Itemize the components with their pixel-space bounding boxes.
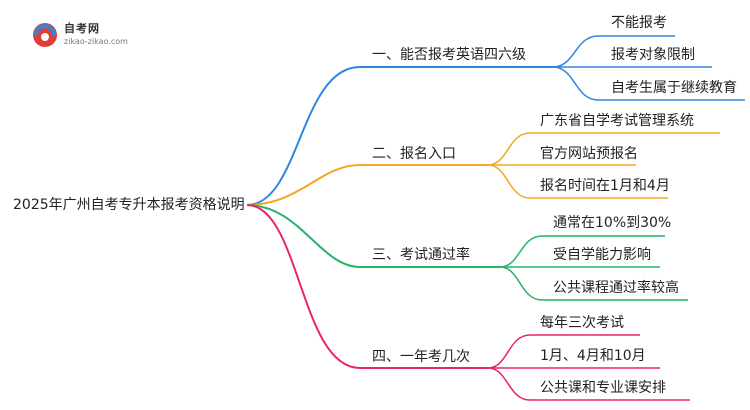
logo-name: 自考网 bbox=[64, 22, 100, 35]
connector-root-branch-3 bbox=[246, 204, 500, 268]
connector-b3-c1 bbox=[499, 235, 665, 268]
logo-icon bbox=[33, 23, 57, 47]
connector-b2-c1 bbox=[487, 132, 720, 166]
connector-b2-c3 bbox=[487, 164, 668, 199]
branch-2-child-2[interactable]: 官方网站预报名 bbox=[540, 146, 638, 162]
branch-2-child-3[interactable]: 报名时间在1月和4月 bbox=[540, 178, 670, 194]
branch-2-child-1[interactable]: 广东省自学考试管理系统 bbox=[540, 113, 694, 129]
branch-3-topic[interactable]: 三、考试通过率 bbox=[372, 247, 470, 263]
branch-4-child-3[interactable]: 公共课和专业课安排 bbox=[540, 380, 666, 396]
branch-1-child-2[interactable]: 报考对象限制 bbox=[611, 47, 695, 63]
connector-b4-c1 bbox=[487, 334, 640, 369]
branch-3-child-3[interactable]: 公共课程通过率较高 bbox=[553, 280, 679, 296]
connector-root-branch-2 bbox=[246, 164, 488, 206]
site-logo[interactable]: 自考网 zikao-zikao.com bbox=[30, 18, 140, 54]
root-topic[interactable]: 2025年广州自考专升本报考资格说明 bbox=[13, 197, 245, 213]
branch-1-child-1[interactable]: 不能报考 bbox=[611, 15, 667, 31]
connector-b3-c3 bbox=[499, 266, 688, 301]
connector-b4-c3 bbox=[487, 367, 690, 401]
branch-1-child-3[interactable]: 自考生属于继续教育 bbox=[611, 80, 737, 96]
connector-root-branch-4 bbox=[246, 204, 488, 369]
connector-b1-c1 bbox=[552, 35, 675, 68]
branch-1-topic[interactable]: 一、能否报考英语四六级 bbox=[372, 47, 526, 63]
branch-4-child-1[interactable]: 每年三次考试 bbox=[540, 315, 624, 331]
connector-root-branch-1 bbox=[246, 66, 553, 206]
branch-3-child-2[interactable]: 受自学能力影响 bbox=[553, 247, 651, 263]
branch-2-topic[interactable]: 二、报名入口 bbox=[372, 146, 456, 162]
logo-url: zikao-zikao.com bbox=[64, 37, 128, 46]
branch-4-topic[interactable]: 四、一年考几次 bbox=[372, 349, 470, 365]
connector-b1-c3 bbox=[552, 66, 745, 101]
branch-4-child-2[interactable]: 1月、4月和10月 bbox=[540, 348, 646, 364]
branch-3-child-1[interactable]: 通常在10%到30% bbox=[553, 215, 672, 231]
